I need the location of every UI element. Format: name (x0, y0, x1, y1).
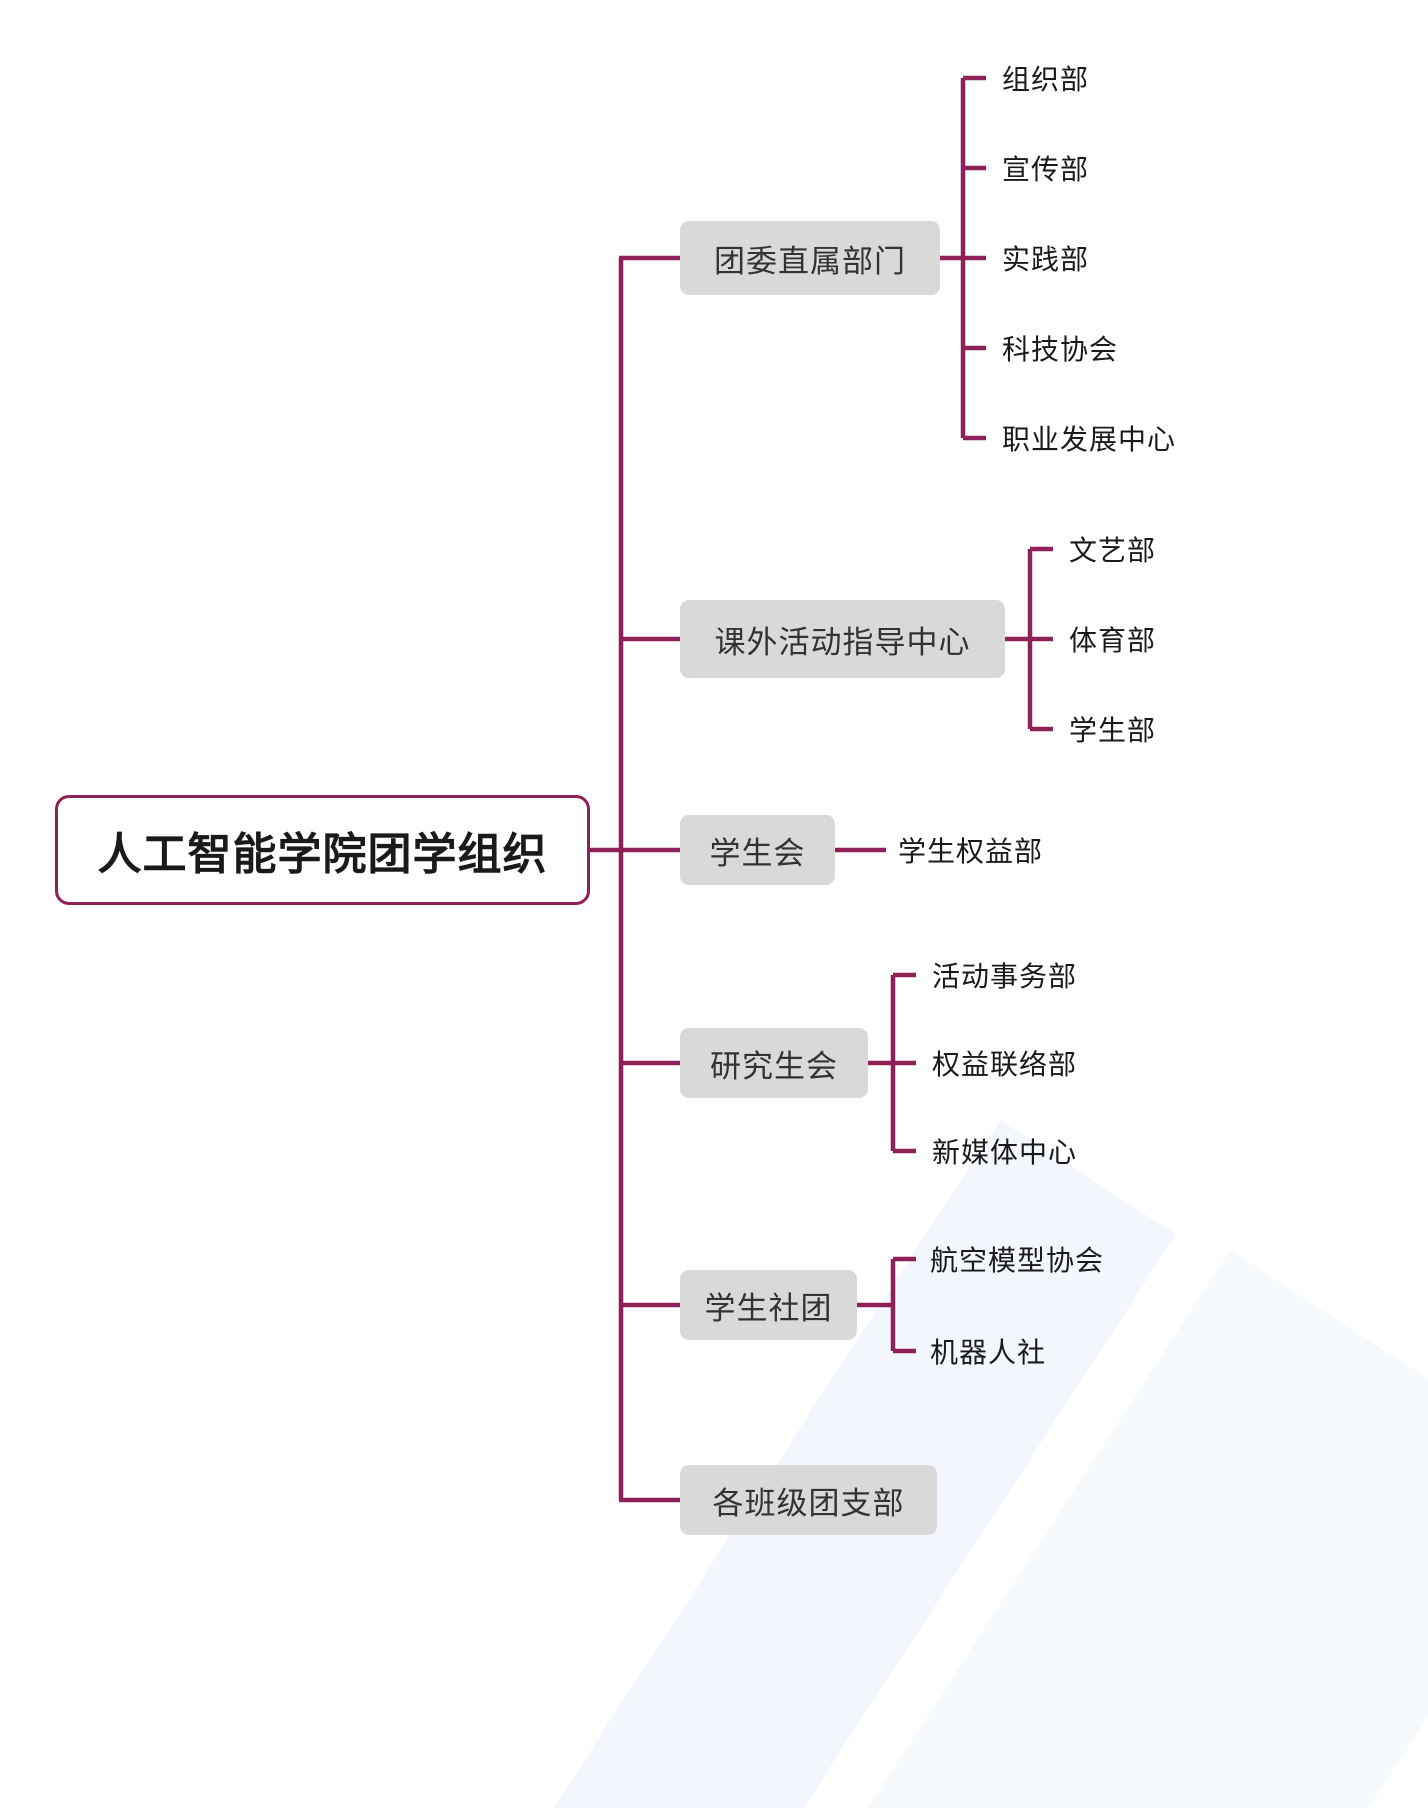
leaf-label: 科技协会 (1002, 334, 1119, 365)
leaf-node-4-3[interactable]: 新媒体中心 (932, 1131, 1077, 1171)
leaf-node-2-2[interactable]: 体育部 (1069, 619, 1156, 659)
leaf-node-1-2[interactable]: 宣传部 (1002, 148, 1089, 188)
leaf-label: 文艺部 (1069, 535, 1157, 566)
leaf-node-1-1[interactable]: 组织部 (1002, 58, 1089, 98)
root-node[interactable]: 人工智能学院团学组织 (55, 795, 590, 905)
leaf-node-5-1[interactable]: 航空模型协会 (930, 1239, 1104, 1279)
branch-node-label: 研究生会 (710, 1048, 838, 1084)
branch-node-label: 课外活动指导中心 (714, 624, 971, 660)
leaf-node-3-1[interactable]: 学生权益部 (898, 830, 1043, 870)
branch-node-3[interactable]: 学生会 (680, 815, 835, 885)
leaf-node-1-5[interactable]: 职业发展中心 (1002, 418, 1176, 458)
branch-node-label: 学生社团 (704, 1290, 833, 1326)
leaf-label: 实践部 (1002, 244, 1090, 275)
branch-node-5[interactable]: 学生社团 (680, 1270, 857, 1340)
branch-node-4[interactable]: 研究生会 (680, 1028, 868, 1098)
leaf-label: 学生权益部 (898, 836, 1044, 867)
branch-node-1[interactable]: 团委直属部门 (680, 221, 940, 295)
leaf-label: 活动事务部 (932, 961, 1078, 992)
leaf-node-2-3[interactable]: 学生部 (1069, 709, 1156, 749)
leaf-node-2-1[interactable]: 文艺部 (1069, 529, 1156, 569)
branch-node-label: 学生会 (709, 835, 806, 871)
leaf-label: 权益联络部 (932, 1049, 1078, 1080)
branch-node-2[interactable]: 课外活动指导中心 (680, 600, 1005, 678)
branch-node-label: 团委直属部门 (714, 243, 906, 279)
branch-node-6[interactable]: 各班级团支部 (680, 1465, 937, 1535)
leaf-node-1-3[interactable]: 实践部 (1002, 238, 1089, 278)
leaf-label: 机器人社 (930, 1337, 1047, 1368)
leaf-node-4-1[interactable]: 活动事务部 (932, 955, 1077, 995)
leaf-label: 体育部 (1069, 625, 1157, 656)
leaf-label: 新媒体中心 (932, 1137, 1078, 1168)
leaf-label: 宣传部 (1002, 154, 1090, 185)
leaf-label: 职业发展中心 (1002, 424, 1177, 455)
leaf-label: 学生部 (1069, 715, 1157, 746)
root-node-label: 人工智能学院团学组织 (97, 830, 548, 879)
branch-node-label: 各班级团支部 (712, 1485, 905, 1521)
leaf-label: 组织部 (1002, 64, 1090, 95)
leaf-node-5-2[interactable]: 机器人社 (930, 1331, 1046, 1371)
leaf-node-4-2[interactable]: 权益联络部 (932, 1043, 1077, 1083)
leaf-node-1-4[interactable]: 科技协会 (1002, 328, 1118, 368)
leaf-label: 航空模型协会 (930, 1245, 1105, 1276)
